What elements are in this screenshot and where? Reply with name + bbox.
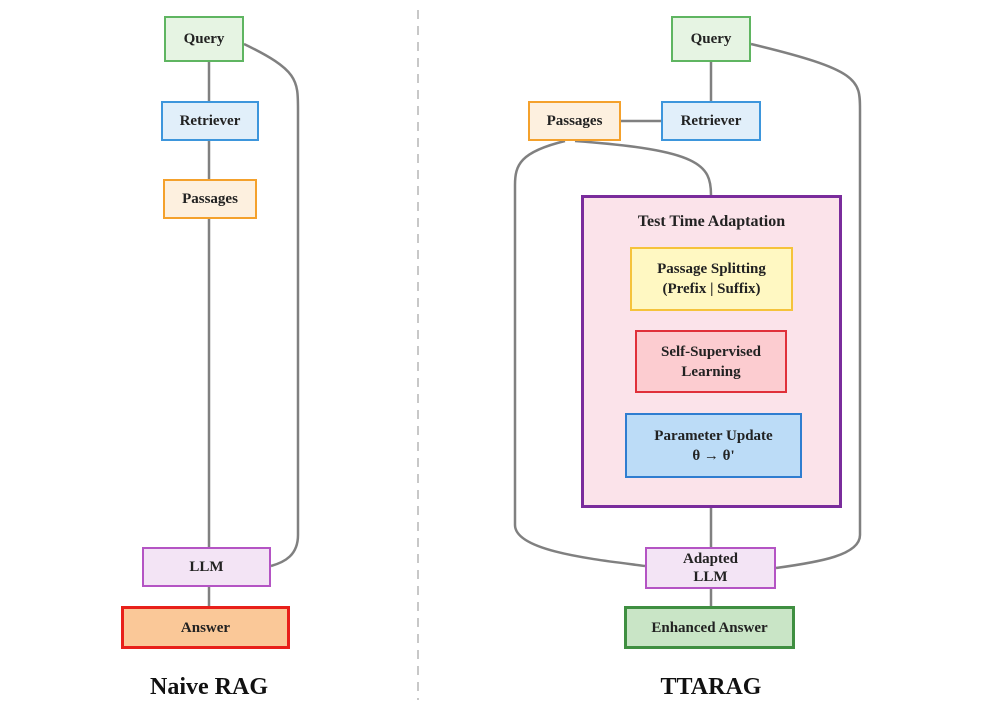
naive-passages-label: Passages — [182, 191, 238, 207]
tta-query-label: Query — [690, 31, 732, 47]
tta-passages-label: Passages — [546, 113, 603, 129]
adapted-llm-line2: LLM — [693, 569, 728, 585]
enhanced-answer-node: Enhanced Answer — [624, 606, 795, 649]
naive-query-llm-bypass-edge — [243, 42, 300, 568]
self-supervised-line2: Learning — [681, 363, 741, 380]
naive-answer-label: Answer — [180, 619, 231, 636]
tta-query-node: Query — [671, 16, 751, 62]
passage-splitting-node: Passage Splitting (Prefix | Suffix) — [630, 247, 793, 311]
naive-query-node: Query — [164, 16, 244, 62]
ttarag-caption: TTARAG — [660, 674, 762, 700]
naive-answer-node: Answer — [121, 606, 290, 649]
self-supervised-line1: Self-Supervised — [660, 343, 761, 360]
naive-rag-caption: Naive RAG — [150, 674, 268, 700]
naive-llm-node: LLM — [142, 547, 271, 587]
tta-retriever-node: Retriever — [661, 101, 761, 141]
naive-llm-label: LLM — [189, 559, 224, 575]
parameter-update-line2: θ → θ' — [692, 447, 735, 464]
adapted-llm-node: Adapted LLM — [645, 547, 776, 589]
naive-passages-node: Passages — [163, 179, 257, 219]
parameter-update-line1: Parameter Update — [654, 427, 773, 444]
adapted-llm-line1: Adapted — [682, 551, 738, 567]
tta-query-llm-bypass-edge — [750, 42, 862, 570]
tta-passages-adaptation-edge — [574, 139, 713, 196]
naive-retriever-node: Retriever — [161, 101, 259, 141]
naive-query-label: Query — [183, 31, 225, 47]
naive-retriever-label: Retriever — [179, 113, 241, 129]
tta-passages-llm-bypass-edge — [513, 139, 646, 568]
enhanced-answer-label: Enhanced Answer — [651, 619, 768, 636]
self-supervised-node: Self-Supervised Learning — [635, 330, 787, 393]
passage-splitting-line2: (Prefix | Suffix) — [662, 281, 761, 297]
passage-splitting-line1: Passage Splitting — [657, 261, 766, 277]
test-time-adaptation-title: Test Time Adaptation — [637, 213, 786, 230]
tta-passages-node: Passages — [528, 101, 621, 141]
tta-retriever-label: Retriever — [680, 113, 742, 129]
parameter-update-node: Parameter Update θ → θ' — [625, 413, 802, 478]
